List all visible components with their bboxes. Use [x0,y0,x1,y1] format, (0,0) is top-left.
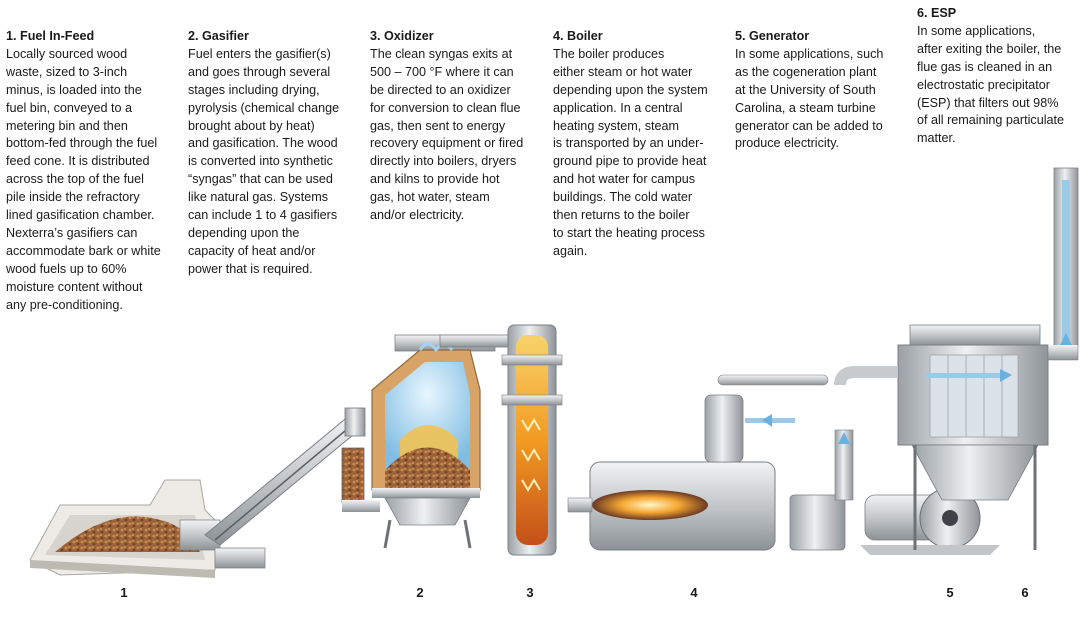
oxidizer-icon [501,324,563,556]
step-title: 1. Fuel In-Feed [6,29,95,43]
step-description: The boiler produces either steam or hot … [553,46,708,258]
gasifier-icon [371,334,496,549]
step-gasifier: 2. Gasifier Fuel enters the gasifier(s) … [188,28,360,279]
step-description: In some applications, after exiting the … [917,23,1065,146]
fuel-bin-icon [29,479,266,578]
step-title: 5. Generator [735,29,810,43]
step-title: 3. Oxidizer [370,29,434,43]
step-number-2: 2 [416,585,424,600]
step-number-3: 3 [526,585,534,600]
step-title: 4. Boiler [553,29,603,43]
generator-icon [789,429,1000,555]
step-esp: 6. ESP In some applications, after exiti… [917,5,1082,148]
step-number-4: 4 [690,585,698,600]
step-title: 6. ESP [917,6,957,20]
step-description: Fuel enters the gasifier(s) and goes thr… [188,46,340,276]
step-description: The clean syngas exits at 500 – 700 °F w… [370,46,524,223]
step-boiler: 4. Boiler The boiler produces either ste… [553,28,725,261]
step-title: 2. Gasifier [188,29,249,43]
step-number-6: 6 [1021,585,1029,600]
step-number-5: 5 [946,585,954,600]
step-description: Locally sourced wood waste, sized to 3-i… [6,46,161,312]
step-oxidizer: 3. Oxidizer The clean syngas exits at 50… [370,28,542,225]
step-description: In some applications, such as the cogene… [735,46,884,151]
syngas-duct-icon [439,334,516,348]
boiler-icon [567,374,829,551]
conveyor-icon [204,407,380,546]
step-fuel-in-feed: 1. Fuel In-Feed Locally sourced wood was… [6,28,176,315]
esp-icon [834,167,1079,550]
step-generator: 5. Generator In some applications, such … [735,28,907,153]
step-number-1: 1 [120,585,128,600]
